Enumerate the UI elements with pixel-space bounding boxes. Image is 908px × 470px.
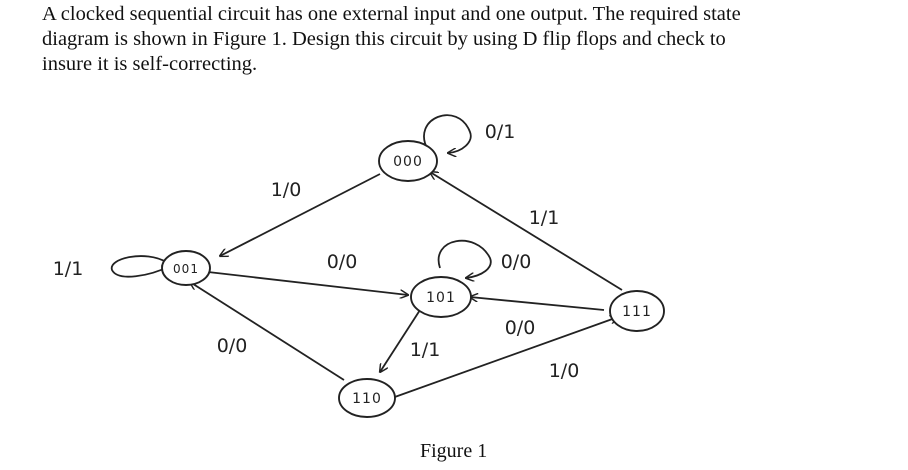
loop-000 [423, 114, 472, 153]
label-101-to-110: 1/1 [410, 339, 441, 361]
label-111-to-101: 0/0 [505, 317, 536, 339]
transition-edges [111, 114, 623, 399]
label-loop-101: 0/0 [501, 251, 532, 273]
edge-001-to-101 [207, 271, 408, 295]
state-node-101 [410, 276, 472, 318]
label-111-to-000: 1/1 [529, 207, 560, 229]
transition-labels: 0/1 1/0 1/1 0/0 0/0 1/1 0/0 1/0 0/0 1/1 [53, 121, 580, 382]
figure-caption: Figure 1 [420, 440, 488, 462]
state-label-111: 111 [622, 304, 652, 320]
state-node-001 [161, 250, 211, 286]
state-nodes [161, 140, 665, 418]
edge-000-to-001 [220, 173, 381, 256]
loop-001 [111, 255, 170, 278]
state-label-000: 000 [393, 154, 423, 170]
label-001-to-101: 0/0 [327, 251, 358, 273]
state-label-001: 001 [173, 262, 199, 276]
state-label-110: 110 [352, 391, 382, 407]
edge-111-to-101 [470, 297, 605, 311]
label-loop-000: 0/1 [485, 121, 516, 143]
edge-110-to-111 [391, 317, 618, 399]
loop-101 [437, 239, 492, 278]
edge-101-to-110 [380, 309, 421, 372]
label-110-to-111: 1/0 [549, 360, 580, 382]
problem-statement: A clocked sequential circuit has one ext… [42, 2, 902, 77]
state-node-110 [338, 378, 396, 418]
state-node-000 [378, 140, 438, 182]
label-000-to-001: 1/0 [271, 179, 302, 201]
edge-110-to-001 [190, 282, 345, 381]
edge-111-to-000 [430, 172, 623, 291]
state-label-101: 101 [426, 290, 456, 306]
state-labels: 000 001 101 110 111 [173, 154, 652, 407]
problem-line-1: A clocked sequential circuit has one ext… [42, 3, 741, 25]
label-loop-001: 1/1 [53, 258, 84, 280]
problem-line-3: insure it is self-correcting. [42, 53, 258, 75]
state-node-111 [609, 290, 665, 332]
problem-line-2: diagram is shown in Figure 1. Design thi… [42, 28, 726, 50]
label-110-to-001: 0/0 [217, 335, 248, 357]
